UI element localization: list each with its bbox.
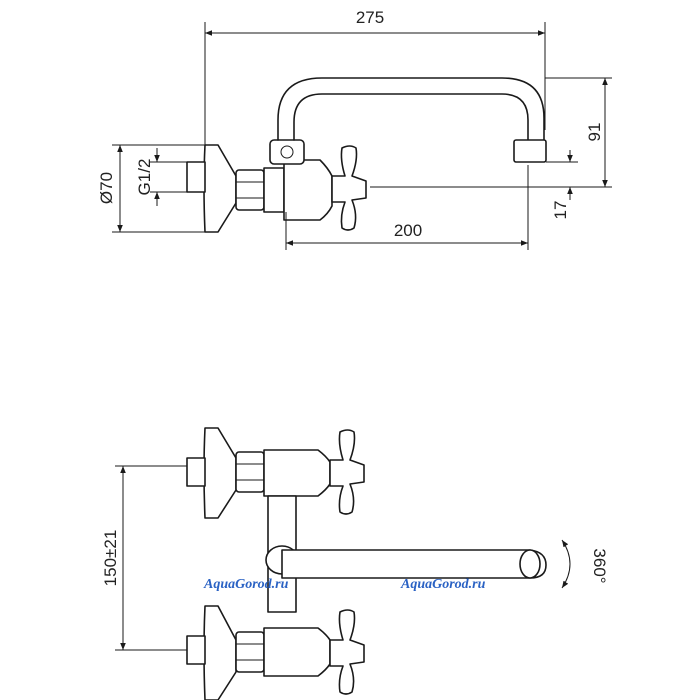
upper-flange — [203, 427, 237, 519]
upper-cross-handle — [329, 429, 365, 515]
upper-valve-body — [263, 449, 331, 497]
svg-text:91: 91 — [585, 123, 604, 142]
lower-inlet-pipe — [186, 635, 206, 665]
lower-hex-nut — [235, 631, 265, 673]
dimension-outlet-offset: 17 — [370, 150, 578, 219]
dimension-overall-length: 275 — [204, 8, 546, 145]
dim-275-label: 275 — [356, 8, 384, 27]
valve-body — [283, 159, 333, 221]
dimension-flange-diameter: Ø70 — [97, 144, 205, 233]
spout-tube — [277, 77, 545, 141]
aerator — [513, 139, 547, 163]
upper-inlet-pipe — [186, 457, 206, 487]
upper-hex-nut — [235, 451, 265, 493]
lower-valve-body — [263, 627, 331, 677]
wall-flange — [203, 144, 237, 233]
svg-text:G1/2: G1/2 — [135, 159, 154, 196]
valve-neck — [263, 167, 285, 213]
hex-nut — [235, 169, 265, 211]
spout-swivel — [269, 139, 305, 165]
cross-handle — [331, 145, 367, 231]
watermark-left: AquaGorod.ru — [203, 577, 289, 592]
lower-flange — [203, 605, 237, 700]
front-spout — [265, 545, 547, 579]
inlet-pipe — [186, 161, 206, 193]
rotation-indicator: 360° — [561, 539, 609, 589]
dimension-spout-height: 91 — [545, 77, 612, 188]
svg-text:150±21: 150±21 — [101, 530, 120, 587]
svg-text:360°: 360° — [590, 548, 609, 583]
dimension-spout-reach: 200 — [285, 165, 529, 250]
dimension-center-distance: 150±21 — [101, 465, 187, 651]
front-view: 360° 150±21 AquaGorod.ru AquaGorod.ru — [101, 427, 609, 700]
svg-text:200: 200 — [394, 221, 422, 240]
svg-text:17: 17 — [551, 201, 570, 220]
watermark-right: AquaGorod.ru — [400, 577, 486, 592]
svg-text:Ø70: Ø70 — [97, 172, 116, 204]
side-view: 275 91 — [97, 8, 612, 250]
dimension-thread: G1/2 — [135, 148, 187, 206]
lower-cross-handle — [329, 609, 365, 695]
